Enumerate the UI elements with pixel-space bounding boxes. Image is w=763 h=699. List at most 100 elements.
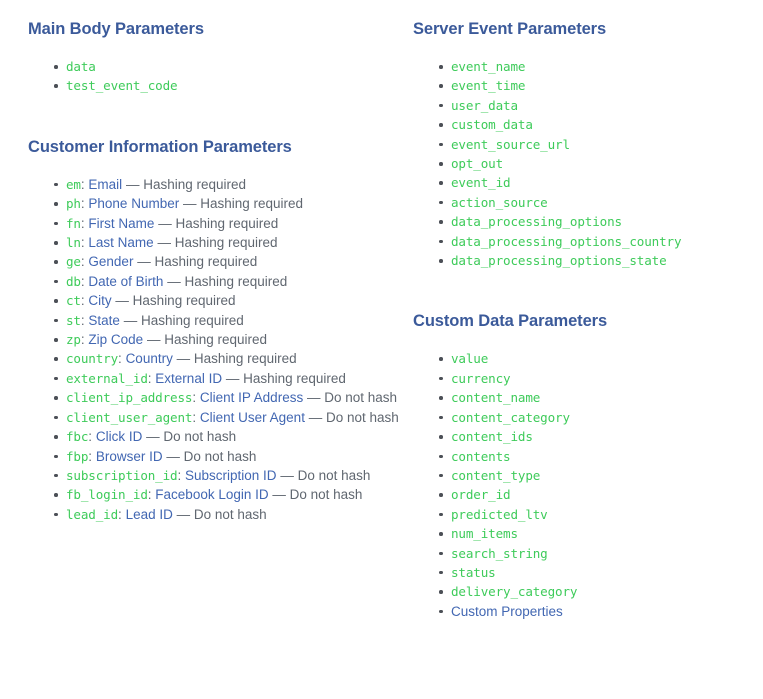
parameter-link[interactable]: Browser ID [95,448,163,464]
parameter-description: — Do not hash [308,409,399,425]
parameter-code: ct [66,293,81,309]
parameter-item: content_name [439,388,763,407]
parameter-code: action_source [451,194,548,210]
parameter-link[interactable]: External ID [155,370,223,386]
parameter-description: — Do not hash [280,467,371,483]
parameter-link[interactable]: Gender [88,254,134,270]
parameter-link[interactable]: Custom Properties [451,603,563,619]
parameter-list: value currency content_name content_categor… [413,349,763,621]
parameter-link[interactable]: State [88,312,120,328]
parameter-item: test_event_code [54,76,406,95]
parameter-item: external_id: External ID — Hashing requi… [54,369,406,388]
parameter-link[interactable]: City [88,293,112,309]
parameter-code: custom_data [451,117,533,133]
parameter-description: — Hashing required [176,351,297,367]
parameter-separator: : [147,370,152,386]
parameter-code: event_source_url [451,136,570,152]
parameter-link[interactable]: Client User Agent [199,409,305,425]
section-custom-data-parameters: Custom Data Parameters value currency conte… [413,310,763,621]
parameter-description: — Hashing required [182,196,304,212]
parameter-item: ln: Last Name — Hashing required [54,233,406,252]
parameter-item: num_items [439,524,763,543]
parameter-item: fn: First Name — Hashing required [54,214,406,233]
parameter-link[interactable]: Click ID [95,429,143,445]
parameter-link[interactable]: Phone Number [88,196,180,212]
parameter-item: order_id [439,485,763,504]
parameter-item: content_type [439,466,763,485]
parameter-code: data_processing_options_state [451,253,667,269]
parameter-link[interactable]: Last Name [88,235,154,251]
parameter-item: zp: Zip Code — Hashing required [54,330,406,349]
parameter-item: em: Email — Hashing required [54,175,406,194]
parameter-code: fbp [66,448,89,464]
parameter-link[interactable]: Country [125,351,173,367]
parameter-item: data [54,57,406,76]
parameter-code: event_time [451,78,526,94]
parameter-item: event_source_url [439,135,763,154]
parameter-link[interactable]: Facebook Login ID [155,487,269,503]
parameter-link[interactable]: Date of Birth [88,273,164,289]
parameter-description: — Hashing required [146,332,268,348]
parameter-item: data_processing_options [439,212,763,231]
parameter-item: Custom Properties [439,602,763,621]
parameter-item: fbc: Click ID — Do not hash [54,427,406,446]
parameter-item: country: Country — Hashing required [54,349,406,368]
parameter-item: action_source [439,193,763,212]
parameter-description: — Hashing required [225,370,346,386]
parameter-code: client_ip_address [66,390,193,406]
parameter-link[interactable]: Client IP Address [199,390,304,406]
parameter-separator: : [80,273,85,289]
parameter-code: currency [451,370,511,386]
parameter-code: subscription_id [66,467,178,483]
parameter-code: status [451,564,496,580]
parameter-code: predicted_ltv [451,506,548,522]
parameter-link[interactable]: First Name [88,215,155,231]
parameter-code: data [66,59,96,74]
parameter-description: — Hashing required [123,312,244,328]
parameter-code: external_id [66,370,148,386]
parameter-item: content_ids [439,427,763,446]
parameter-description: — Do not hash [176,506,267,522]
parameter-separator: : [80,312,85,328]
section-heading: Server Event Parameters [413,20,607,38]
parameter-item: value [439,349,763,368]
parameter-description: — Do not hash [306,390,398,406]
parameter-item: opt_out [439,154,763,173]
parameter-separator: : [80,293,85,309]
parameter-separator: : [88,448,93,464]
parameter-link[interactable]: Lead ID [125,506,173,522]
parameter-list: event_name event_time user_data custom_data… [413,57,763,270]
parameter-code: ph [66,196,81,212]
parameter-item: ph: Phone Number — Hashing required [54,194,406,213]
parameter-description: — Do not hash [166,448,257,464]
parameter-code: fn [66,215,81,231]
parameter-code: num_items [451,526,518,542]
parameter-description: — Hashing required [157,235,278,251]
parameter-item: ct: City — Hashing required [54,291,406,310]
parameter-code: content_ids [451,429,533,445]
parameter-separator: : [80,215,85,231]
section-heading: Custom Data Parameters [413,312,608,331]
parameter-code: ln [66,235,81,251]
parameter-code: fb_login_id [66,487,148,503]
parameter-item: data_processing_options_state [439,251,763,270]
parameter-code: event_name [451,59,526,74]
parameter-code: content_category [451,409,570,425]
parameter-code: em [66,176,81,192]
section-heading: Main Body Parameters [28,20,204,38]
section-server-event-parameters: Server Event Parameters event_name event_t… [413,18,763,270]
parameter-link[interactable]: Email [88,176,123,192]
parameter-item: content_category [439,408,763,427]
parameter-code: fbc [66,429,89,445]
parameter-code: content_name [451,390,541,406]
parameter-link[interactable]: Zip Code [88,332,144,348]
parameter-description: — Hashing required [125,176,247,192]
parameter-item: user_data [439,96,763,115]
parameter-description: — Do not hash [272,487,363,503]
parameter-link[interactable]: Subscription ID [185,467,277,483]
parameter-item: predicted_ltv [439,505,763,524]
parameter-description: — Hashing required [137,254,258,270]
parameter-code: event_id [451,175,511,191]
parameter-description: — Hashing required [115,293,236,309]
